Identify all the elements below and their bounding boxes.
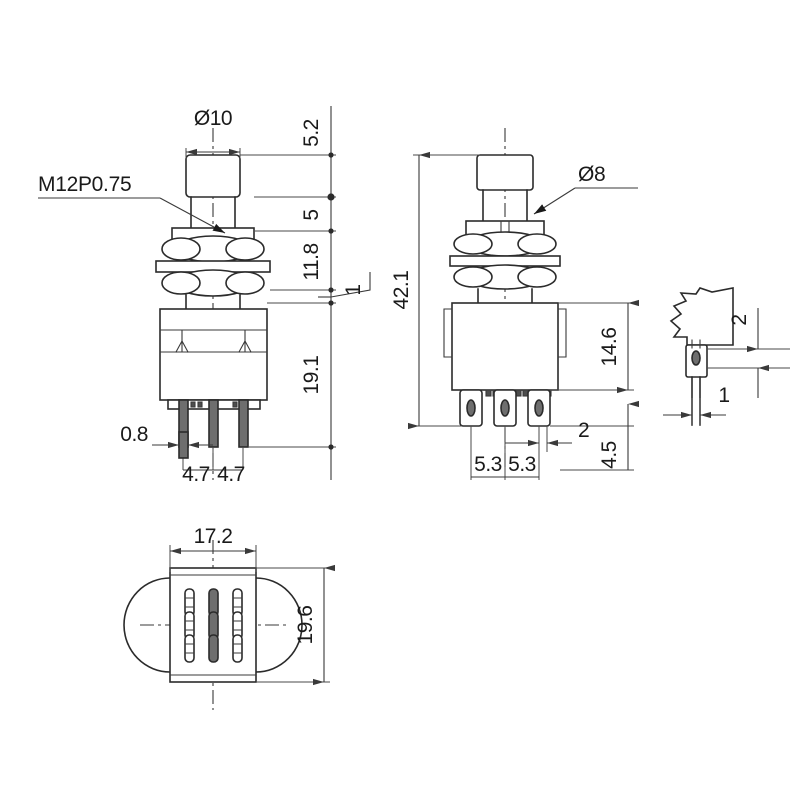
dim-plunger-diameter: Ø10: [185, 107, 241, 158]
dim-label-plunger-shaft: 5: [300, 209, 323, 220]
front-dimension-chain: 5.2 5 11.8 19.1: [240, 106, 336, 480]
side-upper-hex-nut: [453, 231, 557, 257]
dim-label-body-height: 14.6: [598, 328, 621, 367]
dim-label-plunger-diameter: Ø10: [194, 107, 232, 130]
plunger-shaft: [190, 196, 236, 229]
side-lower-hex-nut: [453, 264, 557, 290]
side-view-terminals: [459, 389, 551, 427]
side-elevation-view: Ø8 42.1 14.6 4.5: [390, 128, 639, 480]
dim-bottom-width: 17.2: [169, 525, 257, 572]
detail-terminal-hole: [691, 350, 701, 366]
dim-pin-width: 0.8: [120, 423, 213, 449]
dim-label-pin-pitch-left: 4.7: [182, 463, 210, 486]
dim-label-pin-pitch-right-side: 5.3: [508, 453, 536, 476]
side-tab-left: [443, 308, 453, 358]
detail-break-profile: [669, 287, 734, 346]
label-bushing-diameter: Ø8: [533, 163, 638, 215]
side-tab-right: [557, 308, 567, 358]
dim-label-terminal-height: 2: [728, 314, 751, 325]
bottom-arc-left: [123, 577, 171, 673]
dim-label-pin-pitch-right: 4.7: [217, 463, 245, 486]
dim-pin-pitch-front: 4.7 4.7: [182, 463, 245, 486]
dim-bottom-depth: 19.6: [256, 564, 335, 686]
dim-label-pin-width: 0.8: [120, 423, 148, 446]
label-thread-text: M12P0.75: [38, 173, 131, 196]
dim-label-terminal-thickness: 1: [718, 384, 729, 407]
dim-label-body-to-pin-tip: 19.1: [300, 356, 323, 395]
pin-slot: [208, 634, 219, 663]
bottom-inner-edges: [169, 574, 257, 676]
bottom-arc-right: [255, 577, 303, 673]
dim-label-nut-stack: 11.8: [300, 243, 323, 280]
pin-terminal-detail-view: 2 1: [663, 287, 790, 426]
dim-overall-height: 42.1: [390, 151, 480, 430]
label-bushing-diameter-text: Ø8: [578, 163, 605, 186]
dim-label-overall-height: 42.1: [390, 271, 413, 310]
dim-label-washer-thickness: 1: [342, 284, 365, 295]
dim-label-plunger-top: 5.2: [300, 119, 323, 147]
dim-body-height: 14.6: [550, 299, 639, 394]
pin-slot: [232, 634, 243, 663]
label-thread-callout: M12P0.75: [38, 173, 226, 234]
body-notch-left: [175, 339, 189, 353]
switch-body-housing: [159, 308, 268, 401]
side-switch-body: [451, 302, 559, 391]
dim-label-pin-length: 4.5: [598, 441, 621, 469]
side-switch-neck: [477, 288, 533, 304]
side-plunger-cap: [476, 154, 534, 191]
dim-label-pin-pitch-left-side: 5.3: [474, 453, 502, 476]
dim-terminal-height: 2: [728, 308, 769, 398]
switch-neck: [185, 294, 241, 310]
bottom-pin-slot-grid: [184, 588, 243, 663]
dim-label-bottom-width: 17.2: [194, 525, 233, 548]
front-elevation-view: Ø10 M12P0.75: [38, 106, 371, 486]
detail-terminal-upper-stub: [691, 339, 701, 349]
dim-terminal-thickness: 1: [663, 384, 730, 425]
bottom-plan-view: 17.2 19.6: [123, 525, 335, 710]
dim-pin-length: 4.5: [550, 400, 639, 471]
dim-label-bottom-depth: 19.6: [294, 606, 317, 645]
body-notch-right: [238, 339, 252, 353]
dim-washer-thickness: 1: [318, 272, 371, 298]
detail-terminal-tail: [691, 376, 701, 426]
bottom-slot-ticks: [184, 597, 243, 654]
upper-hex-nut: [161, 235, 265, 263]
plunger-cap: [185, 154, 241, 198]
detail-ext-lines-horizontal: [707, 348, 790, 369]
dim-label-pin-offset: 2: [578, 419, 589, 442]
side-plunger-shaft: [482, 189, 528, 222]
pin-width-marker: [178, 431, 189, 459]
dim-pin-pitch-side: 2 5.3 5.3: [470, 419, 590, 480]
lower-hex-nut: [161, 269, 265, 297]
pin-slot: [184, 634, 195, 663]
